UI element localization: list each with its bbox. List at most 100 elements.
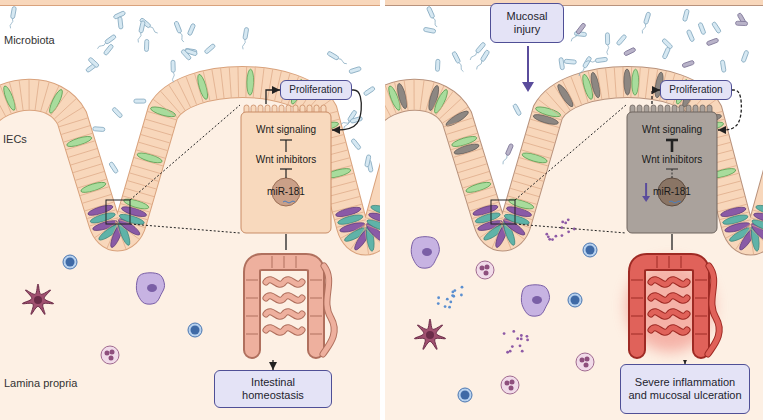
gut-segment: [323, 266, 334, 354]
cell-border: [571, 77, 582, 105]
bacterium: [351, 138, 362, 150]
outcome-box: Intestinal homeostasis: [214, 370, 332, 408]
cell-border: [714, 189, 743, 197]
cell-border: [501, 219, 530, 228]
bacterium-body: [204, 43, 216, 54]
cell-border: [451, 141, 480, 150]
bacterium-body: [735, 21, 747, 26]
neutrophil-body: [576, 353, 594, 371]
cell-border: [115, 221, 126, 249]
bacterium: [711, 21, 721, 33]
inhibition-symbol: [280, 169, 292, 178]
bacterium-body: [93, 127, 105, 132]
cell-border: [134, 158, 163, 166]
cytokine-dot: [547, 235, 550, 238]
haustrum: [657, 256, 658, 268]
cell-border: [470, 202, 499, 211]
bacterium-body: [475, 42, 486, 54]
bacterium-body: [616, 34, 627, 46]
bacterium: [139, 18, 159, 35]
event-box: Mucosal injury: [490, 3, 564, 43]
cell-border: [492, 221, 504, 249]
cytokines: [545, 218, 575, 241]
bacterium-body: [682, 9, 689, 22]
specialised-cell: [370, 203, 380, 216]
cytokine-dot: [451, 291, 454, 294]
cytokine-dot: [449, 301, 452, 304]
cell-border: [404, 80, 408, 110]
flagellum: [172, 72, 174, 82]
bacterium: [737, 13, 746, 25]
gut-lumen: [0, 0, 380, 240]
connector-arrow: [672, 234, 685, 364]
cell-border: [472, 210, 501, 219]
immune-cells: [22, 255, 202, 364]
cell-border: [500, 221, 511, 249]
cell-text: Wnt inhibitors: [256, 154, 317, 166]
cell-border: [87, 210, 116, 219]
cell-border: [517, 165, 546, 173]
cell-border: [83, 194, 112, 203]
haustrum: [695, 298, 707, 299]
bacterium: [662, 38, 673, 49]
inhibition-bar: [280, 139, 292, 140]
haustrum: [284, 256, 285, 268]
bacterium-body: [576, 23, 586, 35]
bacterium: [181, 49, 192, 61]
cytokine-dot: [526, 339, 529, 342]
cell-border: [480, 221, 505, 238]
bacterium: [570, 23, 586, 43]
cell-border: [503, 211, 532, 219]
bacterium-body: [187, 23, 195, 36]
lamina-propria: [385, 0, 763, 420]
dendritic-cell: [22, 284, 53, 314]
cytokine-dot: [548, 238, 551, 241]
bacterium-body: [347, 110, 357, 122]
bacterium-body: [85, 62, 97, 72]
bacterium-body: [574, 31, 586, 36]
specialised-cell: [632, 69, 639, 95]
cytokine-dot: [512, 330, 515, 333]
flagellum: [137, 32, 141, 42]
bacterium-body: [243, 27, 249, 40]
gut-outline: [651, 280, 687, 333]
cell-text: Wnt signaling: [642, 124, 702, 136]
specialised-cell: [453, 142, 480, 156]
flagellum: [476, 60, 483, 70]
bacterium: [174, 21, 186, 43]
neutrophil-body: [101, 346, 119, 364]
bacterium-body: [643, 12, 650, 25]
bacterium-body: [113, 11, 126, 20]
cell-border: [121, 204, 150, 212]
specialised-cell: [737, 226, 757, 251]
cell-border: [443, 107, 468, 123]
specialised-cell: [506, 205, 533, 219]
cell-border: [524, 142, 553, 150]
dendritic-body: [414, 319, 445, 349]
cell-border: [512, 181, 541, 189]
bacterium: [475, 50, 490, 71]
lymphocyte: [458, 388, 472, 402]
bacterium-body: [350, 116, 363, 123]
haustrum: [246, 334, 258, 335]
specialised-cell: [755, 203, 763, 216]
bacterium: [171, 60, 176, 82]
specialised-cell: [116, 220, 132, 247]
cell-border: [506, 204, 535, 212]
specialised-cell: [555, 83, 575, 109]
region-label: Lamina propria: [4, 377, 77, 389]
cytokine-dot: [545, 233, 548, 236]
cell-border: [716, 197, 745, 205]
nucleus: [426, 331, 434, 339]
nucleus: [461, 391, 470, 400]
lymphocyte-body: [568, 293, 582, 307]
cell-border: [118, 211, 147, 219]
intestinal-tissue: [385, 0, 763, 420]
lymphocyte-body: [188, 323, 202, 337]
cell-border: [468, 194, 497, 203]
cell-border: [475, 218, 504, 226]
neutrophil: [476, 261, 494, 279]
bacterium: [112, 107, 123, 118]
cell-border: [61, 126, 90, 135]
flagellum: [585, 60, 595, 63]
